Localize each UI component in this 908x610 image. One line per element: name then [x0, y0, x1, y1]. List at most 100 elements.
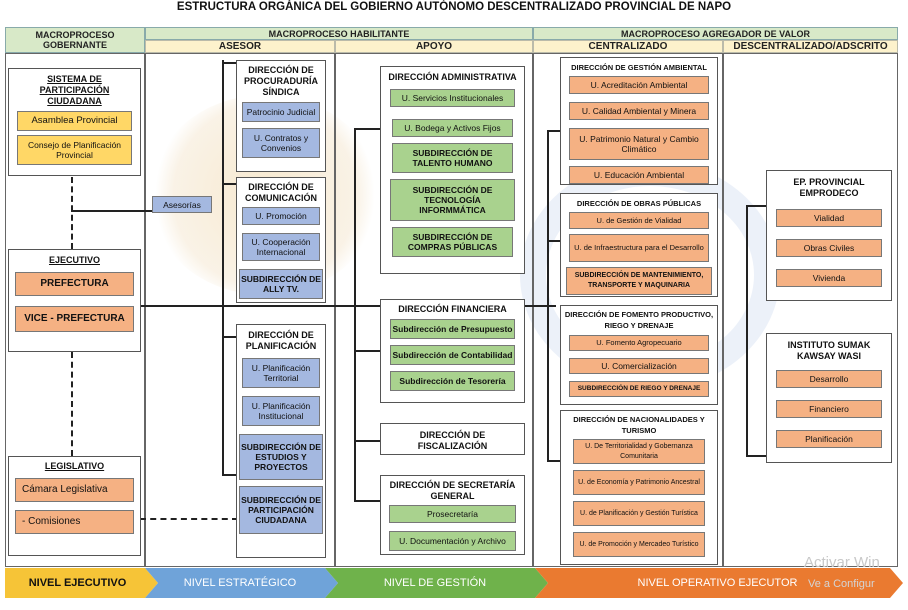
label-nivel-operativo: NIVEL OPERATIVO EJECUTOR: [637, 577, 798, 589]
label-nivel-ejecutivo: NIVEL EJECUTIVO: [28, 577, 127, 589]
box-title: INSTITUTO SUMAK KAWSAY WASI: [787, 340, 871, 361]
connector: [71, 210, 155, 212]
connector: [547, 130, 549, 460]
page-title: ESTRUCTURA ORGÁNICA DEL GOBIERNO AUTÓNOM…: [176, 1, 732, 13]
box-administrativa: DIRECCIÓN ADMINISTRATIVA U. Servicios In…: [380, 66, 525, 274]
item: SUBDIRECCIÓN DE TECNOLOGÍA INFORMMÁTICA: [390, 179, 515, 221]
box-emprodeco: EP. PROVINCIAL EMPRODECO Vialidad Obras …: [766, 170, 892, 301]
box-title: DIRECCIÓN DE PLANIFICACIÓN: [245, 330, 317, 351]
arrow-nivel-gestion: [325, 568, 548, 598]
item: Consejo de Planificación Provincial: [17, 135, 132, 165]
activation-watermark-sub: Ve a Configur: [808, 578, 875, 590]
item: U. Bodega y Activos Fijos: [392, 119, 513, 137]
item: Financiero: [776, 400, 882, 418]
label-nivel-gestion: NIVEL DE GESTIÓN: [383, 577, 487, 589]
item: U. de Gestión de Vialidad: [569, 212, 709, 229]
connector: [354, 128, 356, 500]
item: U. Educación Ambiental: [569, 166, 709, 184]
item: SUBDIRECCIÓN DE RIEGO Y DRENAJE: [569, 381, 709, 397]
activation-watermark: Activar Win: [804, 554, 880, 571]
header-centralizado: CENTRALIZADO: [533, 40, 723, 53]
arrow-nivel-operativo: [535, 568, 903, 598]
item: U. Contratos y Convenios: [242, 128, 320, 158]
item: U. Servicios Institucionales: [390, 89, 515, 107]
connector: [71, 177, 73, 249]
box-obras-publicas: DIRECCIÓN DE OBRAS PÚBLICAS U. de Gestió…: [560, 193, 718, 297]
item: Subdirección de Tesorería: [390, 371, 515, 391]
box-title: DIRECCIÓN DE NACIONALIDADES Y TURISMO: [573, 415, 705, 435]
header-asesor: ASESOR: [145, 40, 335, 53]
box-title: DIRECCIÓN ADMINISTRATIVA: [388, 72, 517, 82]
connector: [354, 440, 380, 442]
item: U. Fomento Agropecuario: [569, 335, 709, 351]
item: U. de Planificación y Gestión Turística: [573, 501, 705, 526]
item: Subdirección de Contabilidad: [390, 345, 515, 365]
item: - Comisiones: [15, 510, 134, 534]
column-gobernante: [5, 53, 145, 567]
item: SUBDIRECCIÓN DE TALENTO HUMANO: [392, 143, 513, 173]
item: U. Acreditación Ambiental: [569, 76, 709, 94]
item: U. Patrimonio Natural y Cambio Climático: [569, 128, 709, 160]
box-gestion-ambiental: DIRECCIÓN DE GESTIÓN AMBIENTAL U. Acredi…: [560, 57, 718, 185]
connector: [222, 336, 236, 338]
header-agregador: MACROPROCESO AGREGADOR DE VALOR: [533, 27, 898, 40]
column-descentralizado: [723, 53, 898, 567]
item: Vivienda: [776, 269, 882, 287]
item: U. Planificación Territorial: [242, 358, 320, 388]
header-gobernante: MACROPROCESO GOBERNANTE: [5, 27, 145, 53]
box-title: DIRECCIÓN DE GESTIÓN AMBIENTAL: [571, 63, 707, 72]
header-descentralizado: DESCENTRALIZADO/ADSCRITO: [723, 40, 898, 53]
connector: [547, 130, 560, 132]
arrow-nivel-ejecutivo: [5, 568, 158, 598]
item: U. Promoción: [242, 207, 320, 225]
box-title: DIRECCIÓN DE SECRETARÍA GENERAL: [389, 480, 516, 501]
item: Cámara Legislativa: [15, 478, 134, 502]
connector: [746, 455, 766, 457]
item: VICE - PREFECTURA: [15, 306, 134, 332]
item: SUBDIRECCIÓN DE COMPRAS PÚBLICAS: [392, 227, 513, 257]
column-asesor: [145, 53, 335, 567]
item: U. Calidad Ambiental y Minera: [569, 102, 709, 120]
box-title: EP. PROVINCIAL EMPRODECO: [793, 177, 865, 198]
box-title: DIRECCIÓN DE OBRAS PÚBLICAS: [576, 199, 702, 208]
item: Subdirección de Presupuesto: [390, 319, 515, 339]
connector: [354, 128, 380, 130]
connector: [354, 500, 380, 502]
item: U. de Infraestructura para el Desarrollo: [569, 234, 709, 262]
item: Vialidad: [776, 209, 882, 227]
box-sumak-kawsay: INSTITUTO SUMAK KAWSAY WASI Desarrollo F…: [766, 333, 892, 463]
connector: [71, 352, 73, 456]
connector: [547, 240, 560, 242]
item-asesorias: Asesorías: [152, 196, 212, 213]
item: U. Comercialización: [569, 358, 709, 374]
item: Desarrollo: [776, 370, 882, 388]
connector: [222, 474, 236, 476]
box-planificacion: DIRECCIÓN DE PLANIFICACIÓN U. Planificac…: [236, 324, 326, 558]
item: SUBDIRECCIÓN DE MANTENIMIENTO, TRANSPORT…: [566, 267, 712, 295]
item: Planificación: [776, 430, 882, 448]
item: Obras Civiles: [776, 239, 882, 257]
box-nacionalidades-turismo: DIRECCIÓN DE NACIONALIDADES Y TURISMO U.…: [560, 410, 718, 565]
connector: [354, 350, 380, 352]
item: Patrocinio Judicial: [242, 102, 320, 122]
item: U. de Promoción y Mercadeo Turístico: [573, 532, 705, 557]
box-title: DIRECCIÓN DE FOMENTO PRODUCTIVO, RIEGO Y…: [564, 310, 714, 330]
box-ejecutivo: EJECUTIVO PREFECTURA VICE - PREFECTURA: [8, 249, 141, 352]
item: U. Documentación y Archivo: [389, 531, 516, 551]
level-arrows: [5, 568, 903, 598]
box-legislativo: LEGISLATIVO Cámara Legislativa - Comisio…: [8, 456, 141, 556]
box-title: DIRECCIÓN FINANCIERA: [398, 304, 507, 314]
box-title: EJECUTIVO: [48, 255, 100, 265]
box-financiera: DIRECCIÓN FINANCIERA Subdirección de Pre…: [380, 299, 525, 403]
header-apoyo: APOYO: [335, 40, 533, 53]
box-secretaria: DIRECCIÓN DE SECRETARÍA GENERAL Prosecre…: [380, 475, 525, 555]
item: U. de Economía y Patrimonio Ancestral: [573, 470, 705, 495]
connector: [222, 183, 236, 185]
connector: [222, 60, 224, 475]
item: Prosecretaría: [389, 505, 516, 523]
item: SUBDIRECCIÓN DE ALLY TV.: [239, 269, 323, 299]
item: U. Cooperación Internacional: [242, 233, 320, 261]
label-nivel-estrategico: NIVEL ESTRATÉGICO: [183, 577, 297, 589]
box-fiscalizacion: DIRECCIÓN DE FISCALIZACIÓN: [380, 423, 525, 455]
box-comunicacion: DIRECCIÓN DE COMUNICACIÓN U. Promoción U…: [236, 177, 326, 303]
